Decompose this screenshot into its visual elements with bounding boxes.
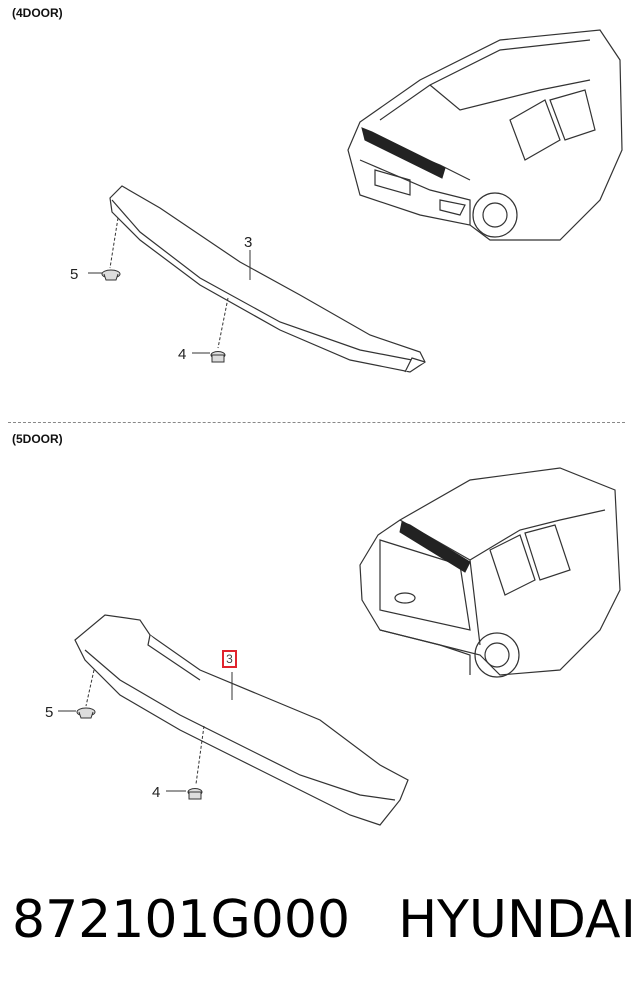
callout-spoiler-4door: 3	[244, 234, 252, 251]
car-spoiler-mark	[361, 127, 446, 179]
brand-name: HYUNDAI	[398, 890, 633, 950]
callout-grommet-4door: 5	[70, 266, 78, 283]
part-number: 872101G000	[12, 890, 351, 950]
spoiler-part-5door	[74, 614, 409, 826]
car-spoiler-mark-5door	[399, 521, 471, 573]
4door-diagram: 3 5 4	[70, 29, 623, 373]
callout-spoiler-5door: 3	[226, 652, 233, 666]
callout-nut-4door: 4	[178, 346, 186, 363]
grommet-icon	[76, 707, 96, 719]
nut-icon	[210, 351, 226, 363]
spoiler-part-4door	[109, 185, 426, 373]
nut-icon	[187, 788, 203, 800]
section-divider	[8, 422, 625, 423]
hatchback-car-illustration	[359, 467, 621, 678]
5door-diagram: 5 4	[45, 467, 621, 826]
callout-nut-5door: 4	[152, 784, 160, 801]
grommet-icon	[101, 269, 121, 281]
section-label-4door: (4DOOR)	[12, 6, 63, 20]
sedan-car-illustration	[347, 29, 623, 241]
callout-grommet-5door: 5	[45, 704, 53, 721]
section-label-5door: (5DOOR)	[12, 432, 63, 446]
callout-spoiler-5door-highlight: 3	[222, 650, 237, 668]
footer-caption: 872101G000 HYUNDAI	[12, 880, 633, 970]
